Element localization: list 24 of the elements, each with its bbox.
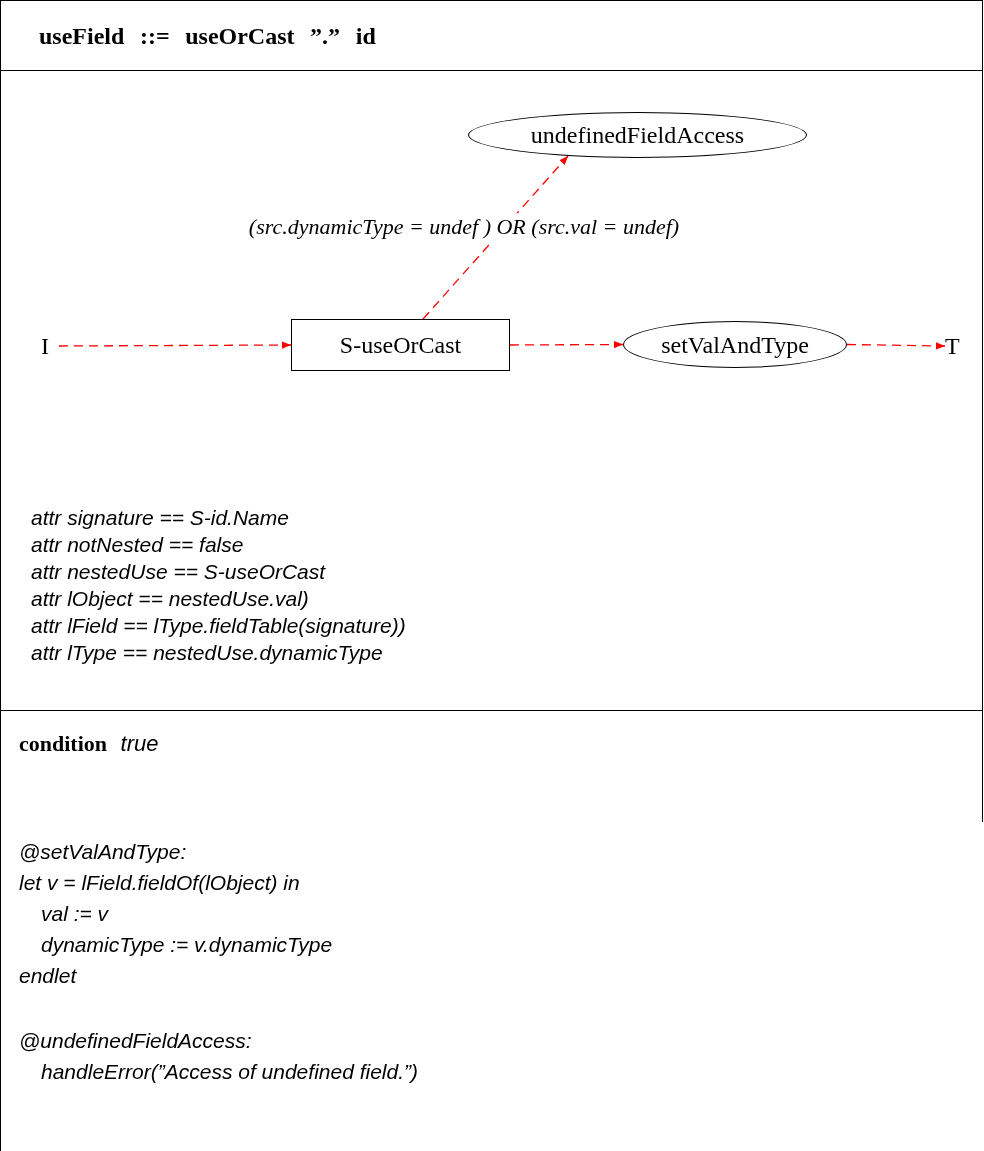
code-line: dynamicType := v.dynamicType: [40, 932, 334, 958]
terminal-label: T: [945, 331, 965, 361]
code-line: @setValAndType:: [19, 839, 188, 865]
process-box: S-useOrCast: [291, 319, 510, 371]
edge-label: (src.dynamicType = undef ) OR (src.val = undef): [246, 213, 682, 241]
attribute-line: attr signature == S-id.Name: [31, 505, 290, 531]
dashed-arrow: [509, 340, 624, 349]
condition-line: condition true: [19, 731, 159, 756]
code-line: handleError(”Access of undefined field.”): [40, 1059, 419, 1085]
code-line: val := v: [40, 901, 110, 927]
attribute-line: attr nestedUse == S-useOrCast: [31, 559, 327, 585]
attribute-line: attr lType == nestedUse.dynamicType: [31, 640, 384, 666]
attribute-line: attr lField == lType.fieldTable(signature)): [31, 613, 406, 639]
action-ellipse: undefinedFieldAccess: [468, 112, 807, 158]
attribute-line: attr lObject == nestedUse.val): [31, 586, 310, 612]
code-line: let v = lField.fieldOf(lObject) in: [19, 870, 301, 896]
grammar-rule-title: useField ::= useOrCast ”.” id: [39, 21, 376, 51]
attribute-line: attr notNested == false: [31, 532, 245, 558]
code-line: endlet: [19, 963, 78, 989]
terminal-label: I: [41, 331, 59, 361]
dashed-arrow: [58, 341, 292, 349]
action-ellipse: setValAndType: [623, 321, 847, 368]
code-line: @undefinedFieldAccess:: [19, 1028, 253, 1054]
dashed-arrow: [846, 342, 946, 350]
